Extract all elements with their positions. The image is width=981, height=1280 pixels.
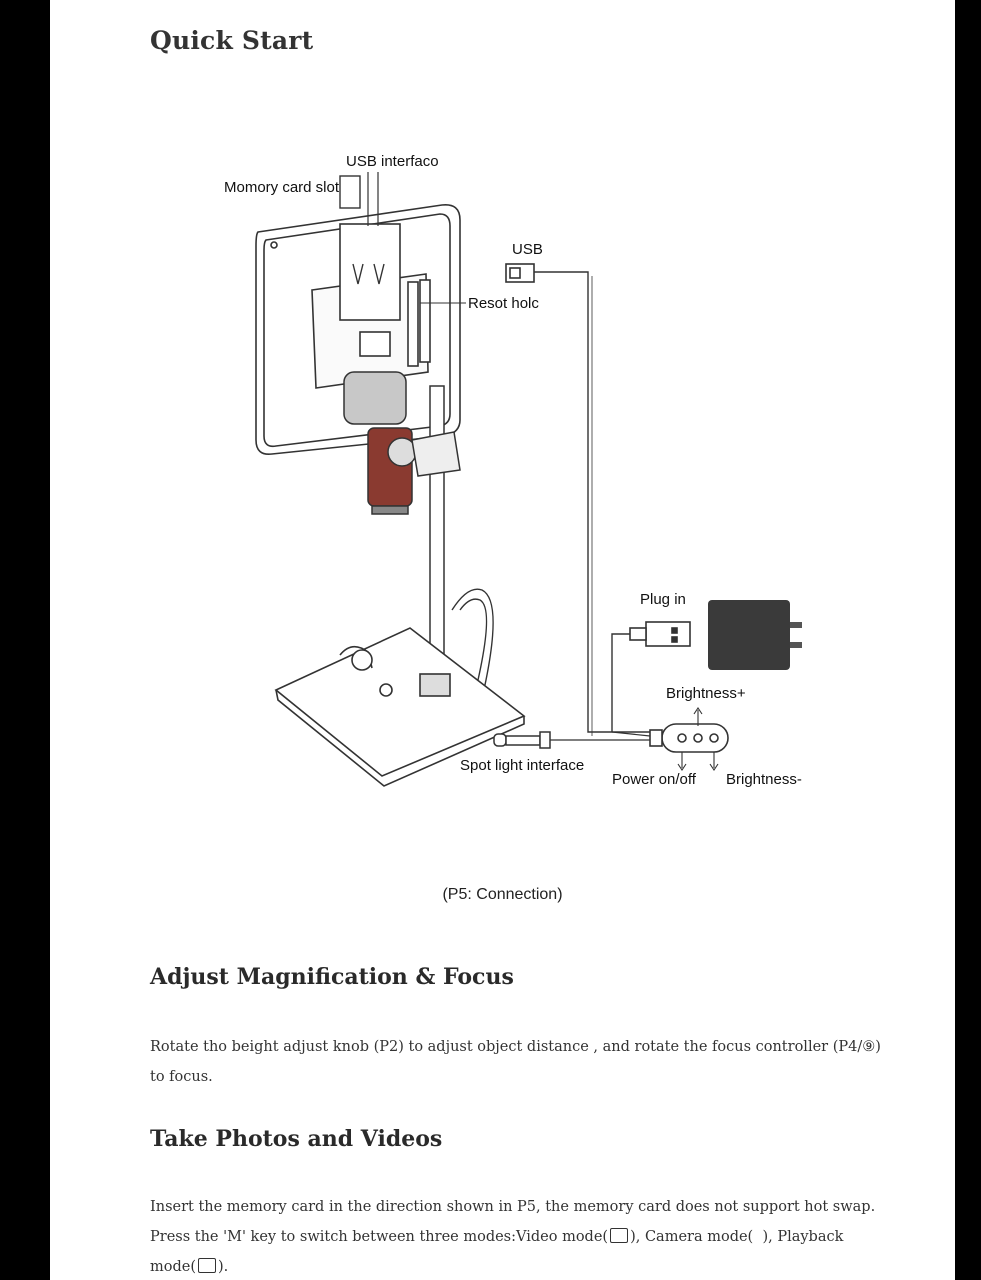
figure-caption: (P5: Connection) [442, 886, 563, 903]
power-plug [629, 621, 691, 647]
label-plug-in: Plug in [640, 591, 686, 608]
photos-text-part3: ), Playback mode( [150, 1229, 844, 1275]
label-brightness-plus: Brightness+ [666, 685, 746, 702]
manual-page: Quick Start [50, 0, 955, 1280]
section-text-photos: Insert the memory card in the direction … [150, 1192, 885, 1280]
section-heading-photos: Take Photos and Videos [150, 1126, 443, 1152]
usb-connector [505, 263, 535, 283]
camera-illustration [343, 371, 417, 515]
label-reset-hole: Resot holc [468, 295, 539, 312]
usb-cable [534, 271, 660, 733]
section-text-adjust: Rotate tho beight adjust knob (P2) to ad… [150, 1039, 881, 1085]
control-switch [649, 707, 729, 771]
section-heading-adjust: Adjust Magnification & Focus [150, 964, 514, 990]
memory-card-slot-marker [339, 172, 385, 285]
video-mode-icon [610, 1228, 629, 1243]
photos-text-part2: ), Camera mode( [630, 1229, 754, 1245]
label-usb-interface: USB interfaco [346, 153, 439, 170]
label-usb: USB [512, 241, 543, 258]
label-brightness-minus: Brightness- [726, 771, 802, 788]
label-spot-light-interface: Spot light interface [460, 757, 584, 774]
playback-mode-icon [198, 1258, 216, 1273]
label-power-on-off: Power on/off [612, 771, 697, 788]
monitor-illustration [255, 203, 461, 456]
label-memory-card-slot: Momory card slot [224, 179, 340, 196]
connection-diagram: USB interfaco Momory card slot USB Resot… [224, 153, 802, 788]
photos-text-part4: ). [218, 1259, 229, 1275]
page-title: Quick Start [150, 26, 314, 55]
spot-light-plug [493, 731, 551, 749]
power-adapter [708, 600, 802, 670]
base-plate [274, 627, 526, 787]
photos-text-part1: Insert the memory card in the direction … [150, 1199, 876, 1245]
stand-pole [411, 385, 461, 693]
